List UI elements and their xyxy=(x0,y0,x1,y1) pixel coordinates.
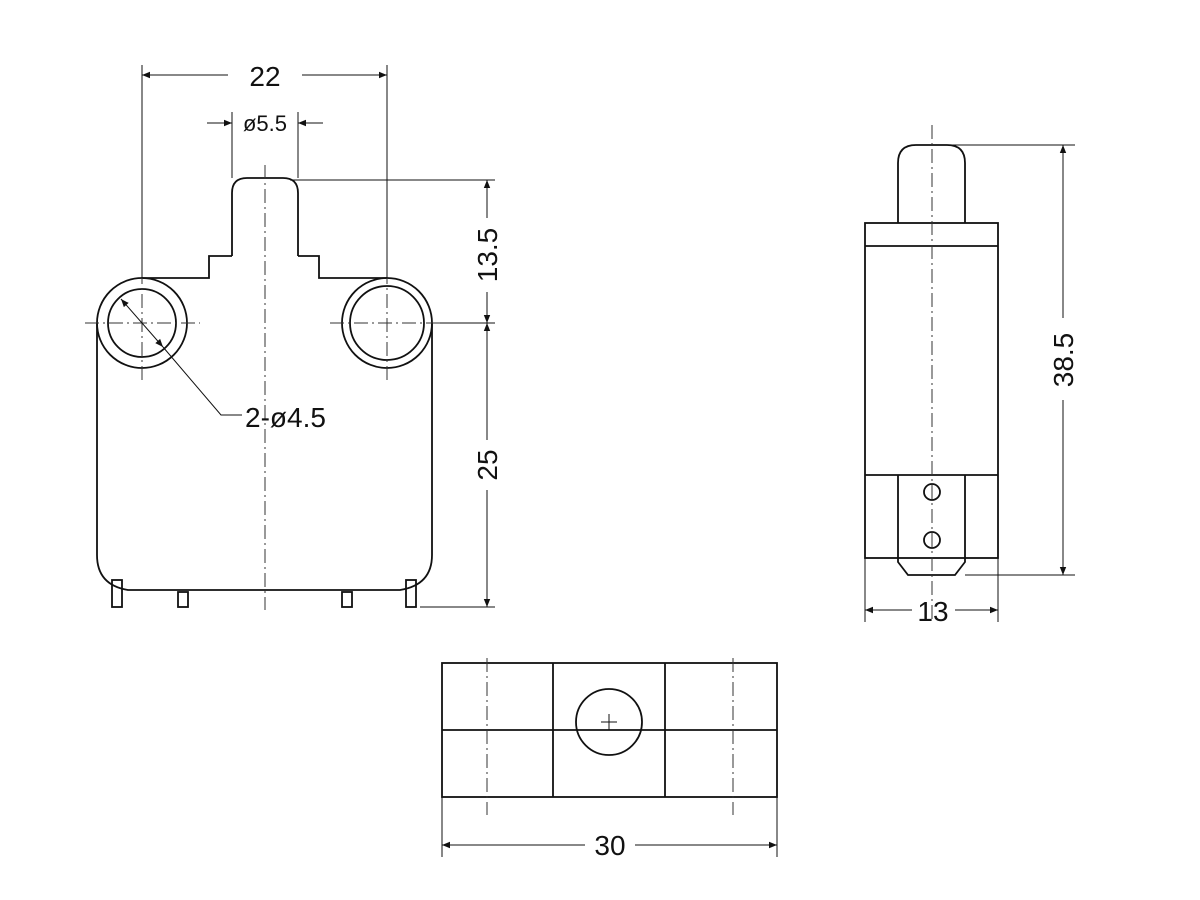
body-height-dimension: 25 xyxy=(472,449,503,480)
length-dimension: 30 xyxy=(594,830,625,861)
bottom-plunger-circle xyxy=(575,688,643,756)
plunger-diameter-dimension: ø5.5 xyxy=(243,111,287,136)
terminal-pins xyxy=(111,579,417,608)
total-height-dimension: 38.5 xyxy=(1048,333,1079,388)
plunger-height-dimension: 13.5 xyxy=(472,228,503,283)
front-body-outline xyxy=(96,255,433,591)
bottom-view: 30 xyxy=(441,658,778,861)
thickness-dimension: 13 xyxy=(917,596,948,627)
front-view: 22 ø5.5 13.5 25 2-ø4.5 xyxy=(85,61,503,610)
side-view: 38.5 13 xyxy=(864,125,1079,627)
hole-note: 2-ø4.5 xyxy=(245,402,326,433)
width-dimension: 22 xyxy=(249,61,280,92)
